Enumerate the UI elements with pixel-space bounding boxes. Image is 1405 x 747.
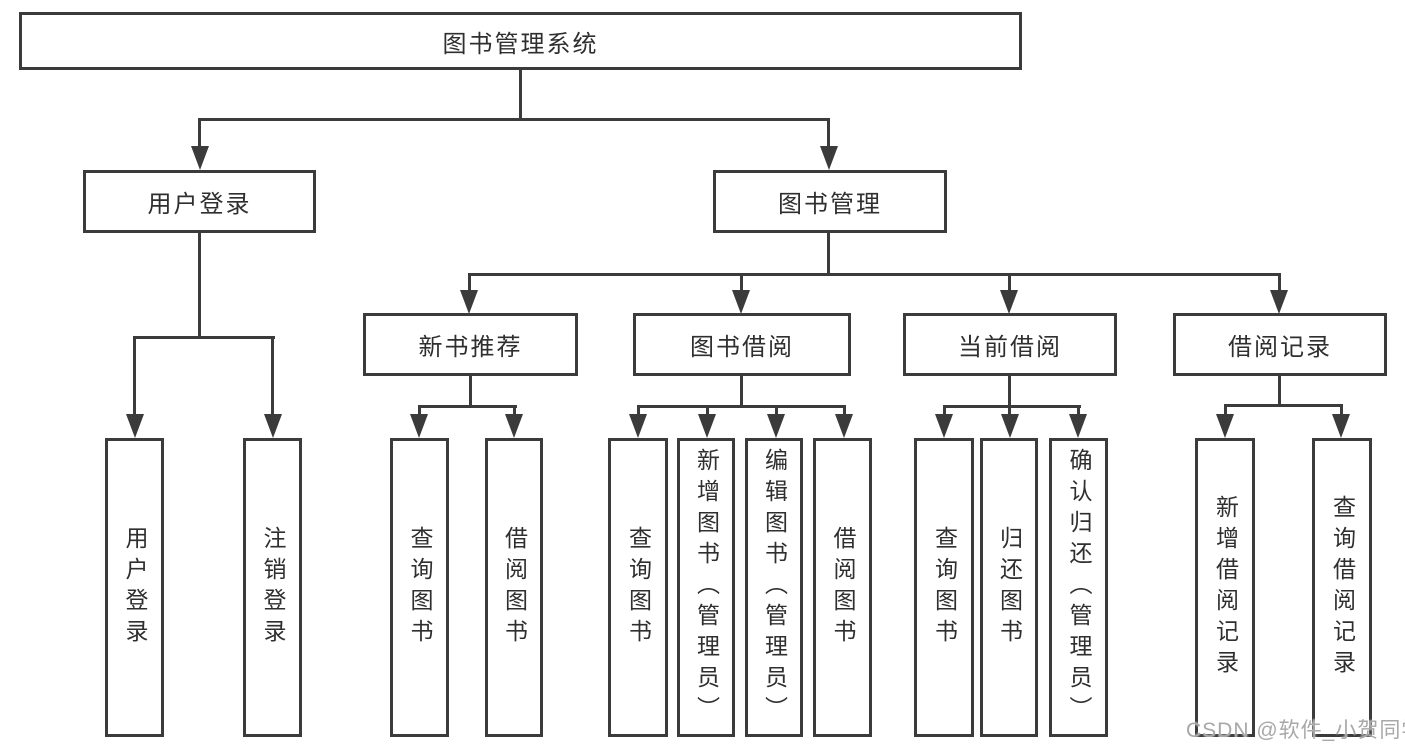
leaf-user-login: 用户登录 (105, 438, 164, 737)
leaf-newbooks-query: 查询图书 (390, 438, 449, 737)
node-root-label: 图书管理系统 (442, 30, 599, 58)
arrow-down-icon (126, 414, 144, 438)
node-new-books: 新书推荐 (363, 313, 578, 376)
leaf-borrow-add: 新增图书（管理员） (677, 438, 735, 737)
leaf-user-login-label: 用户登录 (122, 525, 148, 650)
node-book-mgmt-label: 图书管理 (778, 191, 882, 218)
connector-records-bar (1224, 404, 1343, 407)
leaf-newbooks-borrow: 借阅图书 (485, 438, 543, 737)
node-new-books-label: 新书推荐 (418, 334, 523, 361)
connector-mgmt-l3c (1008, 273, 1011, 293)
arrow-down-icon (191, 146, 209, 170)
arrow-down-icon (460, 290, 478, 314)
connector-mgmt-bar (468, 273, 1281, 276)
connector-current-leaf1 (943, 405, 946, 419)
arrow-down-icon (820, 146, 838, 170)
leaf-borrow-add-label: 新增图书（管理员） (693, 448, 720, 727)
leaf-borrow-borrow: 借阅图书 (813, 438, 872, 737)
arrow-down-icon (1270, 290, 1288, 314)
arrow-down-icon (505, 414, 523, 438)
connector-borrow-bar (637, 405, 846, 408)
watermark-text: CSDN @软件_小贺同学 (1186, 719, 1405, 742)
leaf-current-query: 查询图书 (914, 438, 974, 737)
arrow-down-icon (1001, 414, 1019, 438)
node-borrow-records-label: 借阅记录 (1228, 334, 1332, 361)
leaf-borrow-query-label: 查询图书 (625, 525, 652, 650)
connector-login-leaf2 (271, 336, 274, 420)
leaf-borrow-edit: 编辑图书（管理员） (745, 438, 803, 737)
connector-root-to-mgmt (827, 118, 830, 150)
leaf-current-return: 归还图书 (980, 438, 1038, 737)
leaf-records-add-label: 新增借阅记录 (1212, 494, 1239, 681)
leaf-records-query: 查询借阅记录 (1312, 438, 1372, 737)
leaf-logout-label: 注销登录 (260, 525, 286, 650)
connector-login-bar (133, 336, 275, 339)
leaf-records-add: 新增借阅记录 (1195, 438, 1255, 737)
arrow-down-icon (264, 414, 282, 438)
arrow-down-icon (1000, 290, 1018, 314)
leaf-borrow-borrow-label: 借阅图书 (830, 525, 856, 650)
leaf-borrow-edit-label: 编辑图书（管理员） (761, 448, 788, 727)
connector-current-leaf2 (1008, 405, 1011, 419)
node-root: 图书管理系统 (19, 12, 1022, 70)
arrow-down-icon (1216, 414, 1234, 438)
leaf-newbooks-query-label: 查询图书 (407, 525, 433, 650)
arrow-down-icon (698, 414, 716, 438)
node-book-mgmt: 图书管理 (713, 170, 947, 233)
arrow-down-icon (1332, 414, 1350, 438)
connector-borrow-leaf4 (843, 405, 846, 419)
connector-mgmt-stem (827, 233, 830, 275)
arrow-down-icon (835, 414, 853, 438)
leaf-current-confirm: 确认归还（管理员） (1049, 438, 1108, 737)
connector-newbooks-stem (469, 376, 472, 407)
leaf-borrow-query: 查询图书 (608, 438, 668, 737)
connector-borrow-leaf1 (637, 405, 640, 419)
node-current-borrow: 当前借阅 (903, 313, 1117, 376)
connector-current-leaf3 (1077, 405, 1080, 419)
leaf-current-query-label: 查询图书 (931, 525, 958, 650)
arrow-down-icon (767, 414, 785, 438)
leaf-current-return-label: 归还图书 (996, 525, 1023, 650)
arrow-down-icon (732, 290, 750, 314)
leaf-newbooks-borrow-label: 借阅图书 (501, 525, 528, 650)
node-book-borrow: 图书借阅 (633, 313, 851, 376)
arrow-down-icon (410, 414, 428, 438)
node-borrow-records: 借阅记录 (1173, 313, 1387, 376)
arrow-down-icon (629, 414, 647, 438)
node-user-login-label: 用户登录 (147, 191, 252, 218)
connector-root-bar (198, 118, 830, 121)
connector-mgmt-l3a (468, 273, 471, 293)
connector-login-leaf1 (133, 336, 136, 420)
connector-root-stem (519, 70, 522, 120)
connector-records-leaf2 (1340, 404, 1343, 419)
connector-root-to-login (198, 118, 201, 150)
connector-current-bar (943, 405, 1081, 408)
connector-newbooks-bar (418, 405, 517, 408)
connector-login-stem (198, 233, 201, 338)
leaf-current-confirm-label: 确认归还（管理员） (1066, 448, 1092, 727)
leaf-logout: 注销登录 (243, 438, 302, 737)
connector-newbooks-leaf1 (418, 405, 421, 419)
leaf-records-query-label: 查询借阅记录 (1329, 494, 1356, 681)
arrow-down-icon (935, 414, 953, 438)
connector-borrow-stem (740, 376, 743, 407)
connector-current-stem (1008, 376, 1011, 407)
node-user-login: 用户登录 (83, 170, 316, 233)
connector-mgmt-l3d (1278, 273, 1281, 293)
node-book-borrow-label: 图书借阅 (690, 334, 794, 361)
connector-records-leaf1 (1224, 404, 1227, 419)
arrow-down-icon (1069, 414, 1087, 438)
connector-newbooks-leaf2 (513, 405, 516, 419)
connector-mgmt-l3b (740, 273, 743, 293)
connector-records-stem (1278, 376, 1281, 406)
connector-borrow-leaf3 (775, 405, 778, 419)
connector-borrow-leaf2 (706, 405, 709, 419)
node-current-borrow-label: 当前借阅 (958, 334, 1062, 361)
